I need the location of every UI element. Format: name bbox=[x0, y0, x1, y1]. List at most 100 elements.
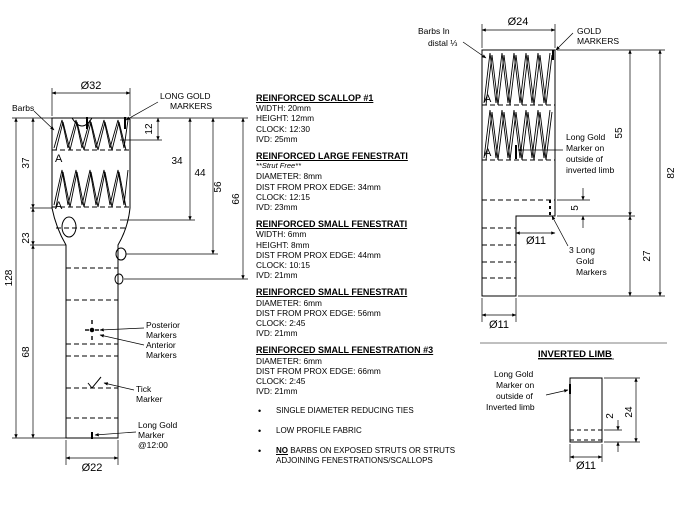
inverted-limb-title: INVERTED LIMB bbox=[538, 349, 612, 360]
note-line: DIST FROM PROX EDGE: 44mm bbox=[256, 249, 381, 260]
long-gold-markers-label-1: LONG GOLD bbox=[160, 91, 211, 101]
inverted-dim-2: 2 bbox=[605, 413, 616, 419]
note-title: REINFORCED SMALL FENESTRATI bbox=[256, 219, 408, 230]
inverted-bottom-diameter: Ø11 bbox=[576, 460, 596, 472]
dim-34: 34 bbox=[171, 156, 183, 167]
left-bottom-diameter: Ø22 bbox=[82, 462, 103, 474]
dim-23: 23 bbox=[21, 232, 32, 244]
tick-marker-label-1: Tick bbox=[136, 384, 152, 394]
stent-letter-a-2: A bbox=[55, 200, 63, 212]
note-title: REINFORCED SMALL FENESTRATI bbox=[256, 287, 408, 298]
note-line: CLOCK: 12:15 bbox=[256, 191, 310, 202]
stent-letter-a-1: A bbox=[55, 153, 63, 165]
inverted-marker-1: Long Gold bbox=[494, 369, 533, 379]
note-line: HEIGHT: 12mm bbox=[256, 113, 315, 124]
limb-mid-diameter: Ø11 bbox=[526, 235, 546, 247]
note-title: REINFORCED SMALL FENESTRATION #3 bbox=[256, 345, 434, 356]
three-long-gold-2: Gold bbox=[576, 256, 594, 266]
reinforced-scallop bbox=[71, 117, 93, 127]
note-line: CLOCK: 2:45 bbox=[256, 376, 306, 387]
note-line: CLOCK: 10:15 bbox=[256, 260, 310, 271]
three-long-gold-3: Markers bbox=[576, 267, 607, 277]
three-long-gold-1: 3 Long bbox=[569, 245, 595, 255]
long-gold-inverted-3: outside of bbox=[566, 154, 603, 164]
dim-56: 56 bbox=[213, 181, 224, 193]
limb-top-diameter: Ø24 bbox=[508, 16, 529, 28]
gold-markers-1: GOLD bbox=[577, 26, 601, 36]
long-gold-inverted-2: Marker on bbox=[566, 143, 605, 153]
inverted-limb-gold-marker bbox=[569, 384, 571, 394]
small-fenestration-2 bbox=[114, 273, 124, 285]
inverted-limb-dimension-lines bbox=[545, 377, 640, 462]
barbs-in-distal-2: distal ⅓ bbox=[428, 38, 457, 48]
note-line: IVD: 25mm bbox=[256, 133, 298, 144]
dim-44: 44 bbox=[194, 168, 206, 179]
gold-markers-2: MARKERS bbox=[577, 36, 619, 46]
bullet-low-profile: LOW PROFILE FABRIC bbox=[256, 426, 466, 436]
note-line: IVD: 23mm bbox=[256, 202, 298, 213]
note-line: DIST FROM PROX EDGE: 66mm bbox=[256, 365, 381, 376]
note-line: DIST FROM PROX EDGE: 34mm bbox=[256, 181, 381, 192]
limb-bottom-diameter: Ø11 bbox=[489, 319, 509, 331]
dim-55: 55 bbox=[614, 127, 625, 139]
left-dimension-lines bbox=[12, 88, 248, 465]
barbs-label: Barbs bbox=[12, 103, 34, 113]
main-graft-body bbox=[51, 117, 131, 439]
dim-68: 68 bbox=[21, 346, 32, 358]
dim-128: 128 bbox=[4, 269, 15, 286]
note-line: IVD: 21mm bbox=[256, 386, 298, 397]
note-line: IVD: 21mm bbox=[256, 270, 298, 281]
bullet-no-barbs-text: BARBS ON EXPOSED STRUTS OR STRUTS ADJOIN… bbox=[276, 446, 456, 466]
limb-dimension-lines bbox=[462, 24, 665, 322]
note-small-fenestration-3: REINFORCED SMALL FENESTRATION #3 DIAMETE… bbox=[256, 345, 466, 396]
note-line: DIST FROM PROX EDGE: 56mm bbox=[256, 307, 381, 318]
long-gold-inverted-1: Long Gold bbox=[566, 132, 605, 142]
note-subtitle: **Strut Free** bbox=[256, 161, 302, 171]
long-gold-1200-3: @12:00 bbox=[138, 440, 168, 450]
note-line: WIDTH: 20mm bbox=[256, 103, 311, 114]
inverted-limb-body bbox=[569, 377, 603, 443]
note-line: CLOCK: 2:45 bbox=[256, 318, 306, 329]
barbs-in-distal-1: Barbs In bbox=[418, 26, 450, 36]
long-gold-inverted-4: inverted limb bbox=[566, 165, 614, 175]
bullet-no-barbs: NO BARBS ON EXPOSED STRUTS OR STRUTS ADJ… bbox=[256, 446, 466, 466]
note-line: DIAMETER: 6mm bbox=[256, 297, 322, 308]
long-gold-1200-2: Marker bbox=[138, 430, 165, 440]
note-scallop-1: REINFORCED SCALLOP #1 WIDTH: 20mm HEIGHT… bbox=[256, 93, 466, 144]
note-title: REINFORCED SCALLOP #1 bbox=[256, 93, 374, 103]
posterior-markers-1: Posterior bbox=[146, 320, 180, 330]
posterior-markers-2: Markers bbox=[146, 330, 177, 340]
note-small-fenestration-1: REINFORCED SMALL FENESTRATI WIDTH: 6mm H… bbox=[256, 219, 466, 280]
note-small-fenestration-2: REINFORCED SMALL FENESTRATI DIAMETER: 6m… bbox=[256, 287, 466, 338]
note-line: DIAMETER: 8mm bbox=[256, 171, 322, 182]
large-fenestration bbox=[61, 216, 77, 238]
long-gold-marker-1200 bbox=[91, 432, 93, 439]
dim-5: 5 bbox=[570, 205, 581, 211]
inverted-marker-2: Marker on bbox=[496, 380, 535, 390]
bullet-reducing-ties: SINGLE DIAMETER REDUCING TIES bbox=[256, 406, 466, 416]
long-gold-markers-label-2: MARKERS bbox=[170, 101, 212, 111]
limb-letter-a-2: A bbox=[484, 147, 492, 159]
note-line: DIAMETER: 6mm bbox=[256, 355, 322, 366]
long-gold-markers-top bbox=[86, 117, 126, 129]
limb-letter-a-1: A bbox=[484, 93, 492, 105]
specification-notes: REINFORCED SCALLOP #1 WIDTH: 20mm HEIGHT… bbox=[256, 93, 466, 476]
dim-37: 37 bbox=[21, 157, 32, 169]
note-line: CLOCK: 12:30 bbox=[256, 123, 310, 134]
limb-body bbox=[481, 49, 556, 297]
inverted-marker-3: outside of bbox=[496, 391, 533, 401]
bullet-no-emphasis: NO bbox=[276, 446, 288, 456]
main-graft-stent-zigzag bbox=[53, 119, 129, 208]
tick-marker-label-2: Marker bbox=[136, 394, 163, 404]
inverted-dim-24: 24 bbox=[624, 406, 635, 418]
limb-gold-markers bbox=[515, 50, 554, 215]
left-top-diameter: Ø32 bbox=[81, 80, 102, 92]
note-large-fenestration: REINFORCED LARGE FENESTRATI **Strut Free… bbox=[256, 151, 466, 212]
dim-27: 27 bbox=[642, 250, 653, 262]
anterior-markers-1: Anterior bbox=[146, 340, 176, 350]
anterior-markers-2: Markers bbox=[146, 350, 177, 360]
note-line: HEIGHT: 8mm bbox=[256, 239, 310, 250]
long-gold-1200-1: Long Gold bbox=[138, 420, 177, 430]
inverted-marker-4: Inverted limb bbox=[486, 402, 535, 412]
